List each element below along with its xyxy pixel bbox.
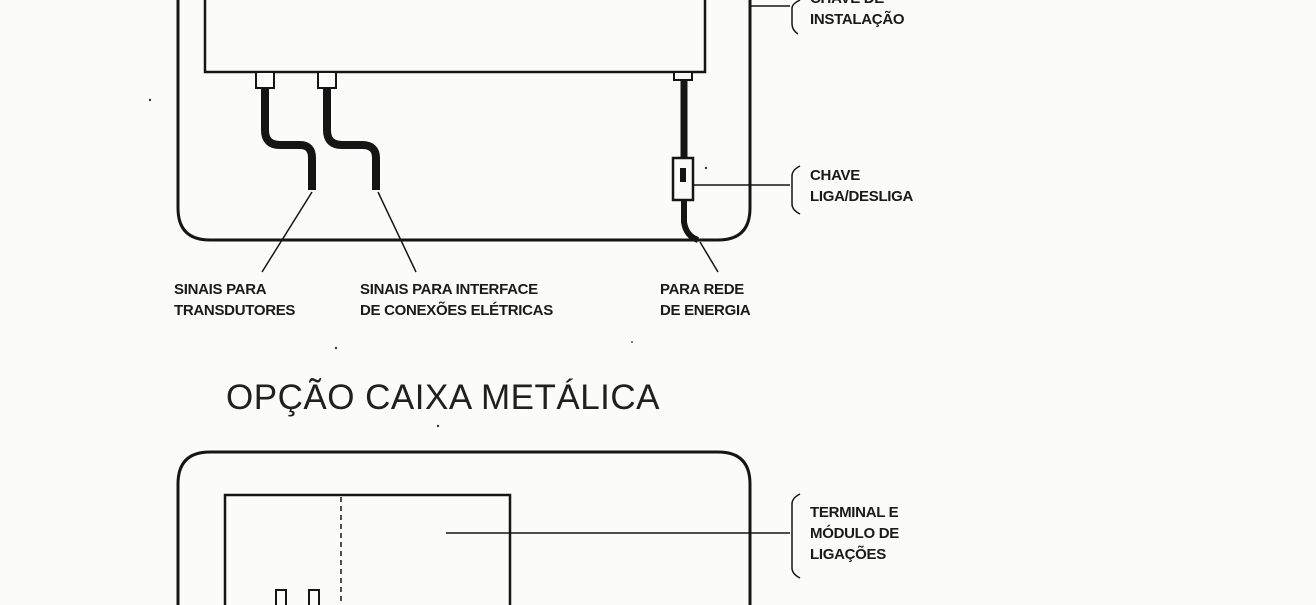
leader-transdutores [261, 191, 313, 273]
leader-interface [377, 191, 417, 273]
speck [631, 341, 633, 343]
label-terminal-line1: TERMINAL E [810, 504, 899, 521]
label-chave-instalacao-line2: INSTALAÇÃO [810, 11, 905, 28]
bracket-chave-liga [791, 165, 801, 215]
label-sinais-transdutores: SINAIS PARA TRANSDUTORES [174, 279, 295, 321]
cable-transdutores [261, 88, 316, 190]
label-chave-instalacao: CHAVE DE INSTALAÇÃO [810, 0, 905, 30]
label-rede-energia-line2: DE ENERGIA [660, 302, 751, 319]
label-rede-energia-line1: PARA REDE [660, 281, 744, 298]
label-chave-liga-line2: LIGA/DESLIGA [810, 188, 914, 205]
label-chave-liga-line1: CHAVE [810, 167, 860, 184]
label-sinais-transdutores-line2: TRANSDUTORES [174, 302, 296, 319]
label-terminal-line3: LIGAÇÕES [810, 546, 886, 563]
connector-interface [317, 71, 337, 89]
label-chave-liga-desliga: CHAVE LIGA/DESLIGA [810, 165, 913, 207]
label-rede-energia: PARA REDE DE ENERGIA [660, 279, 751, 321]
label-terminal-line2: MÓDULO DE [810, 525, 899, 542]
label-sinais-interface-line2: DE CONEXÕES ELÉTRICAS [360, 302, 553, 319]
cable-interface [323, 88, 380, 190]
label-sinais-interface: SINAIS PARA INTERFACE DE CONEXÕES ELÉTRI… [360, 279, 553, 321]
speck [148, 98, 152, 102]
bracket-terminal [791, 493, 801, 579]
lower-inner-module [223, 493, 512, 605]
label-chave-instalacao-line1: CHAVE DE [810, 0, 904, 9]
connector-transdutores [255, 71, 275, 89]
connector-power [673, 71, 693, 81]
leader-rede [699, 241, 719, 273]
speck [704, 166, 708, 170]
speck [436, 424, 440, 428]
upper-inner-module [203, 0, 707, 74]
label-sinais-transdutores-line1: SINAIS PARA [174, 281, 267, 298]
lower-enclosure [176, 450, 752, 605]
cable-power-lower [681, 200, 700, 243]
upper-enclosure [176, 0, 752, 242]
label-sinais-interface-line1: SINAIS PARA INTERFACE [360, 281, 538, 298]
terminal-pin-1 [275, 589, 287, 605]
switch-toggle [680, 168, 686, 182]
speck [334, 346, 338, 350]
section-title: OPÇÃO CAIXA METÁLICA [226, 378, 660, 417]
terminal-pin-2 [308, 589, 320, 605]
label-terminal-modulo: TERMINAL E MÓDULO DE LIGAÇÕES [810, 502, 899, 565]
bracket-chave-instalacao [791, 0, 801, 35]
